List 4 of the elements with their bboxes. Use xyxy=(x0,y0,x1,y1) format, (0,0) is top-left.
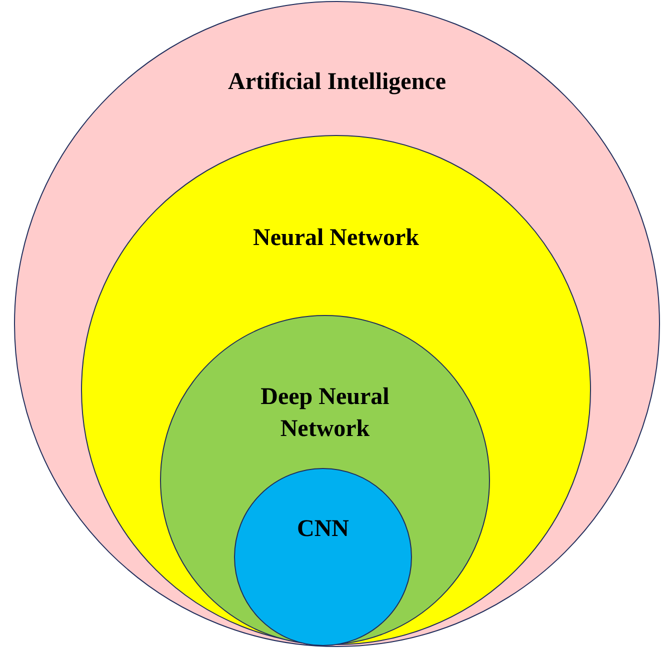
region-label: Deep Neural Network xyxy=(260,383,390,444)
region-label: Artificial Intelligence xyxy=(227,68,447,97)
region-label: CNN xyxy=(296,515,350,544)
region-label: Neural Network xyxy=(252,224,420,253)
